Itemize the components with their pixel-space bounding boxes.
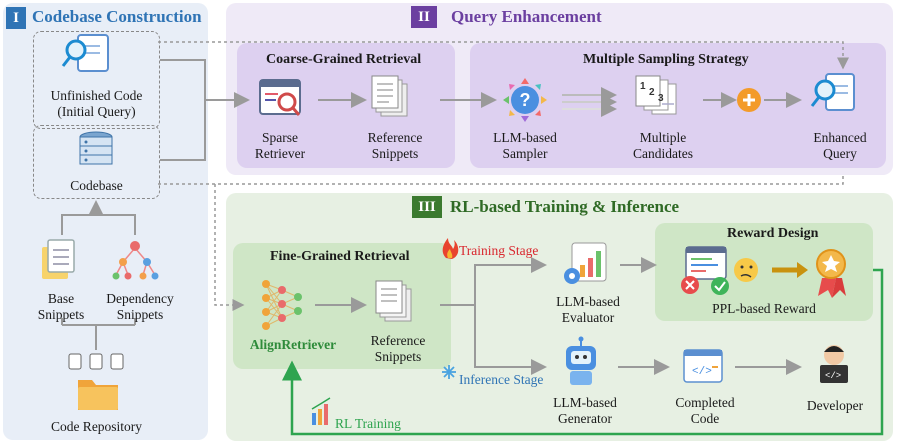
- llm-generator-line1: LLM-based: [553, 395, 617, 410]
- base-snippets-line1: Base: [47, 291, 75, 306]
- reference-snippets-fine-line1: Reference: [370, 333, 426, 348]
- unfinished-code-label: Unfinished Code (Initial Query): [33, 88, 160, 120]
- wrong-icon: [681, 276, 699, 294]
- reference-snippets-fine-label: Reference Snippets: [358, 333, 438, 365]
- code-review-icon: [685, 246, 727, 280]
- sparse-retriever-label: Sparse Retriever: [245, 130, 315, 162]
- code-repository-label: Code Repository: [50, 419, 143, 434]
- plus-icon: [737, 88, 761, 112]
- codebase-box: [33, 125, 160, 199]
- robot-generator-icon: [566, 336, 596, 385]
- reference-snippets-label: Reference Snippets: [355, 130, 435, 162]
- llm-sampler-icon: ?: [503, 78, 547, 122]
- sparse-retriever-line2: Retriever: [254, 146, 306, 161]
- reference-snippets-fine-icon: [375, 280, 412, 322]
- base-snippets-icon: [42, 239, 75, 279]
- completed-code-label: Completed Code: [665, 395, 745, 427]
- llm-evaluator-icon: [564, 242, 607, 284]
- fine-grained-title: Fine-Grained Retrieval: [270, 249, 410, 264]
- svg-text:</>: </>: [692, 366, 712, 378]
- dependency-tree-icon: [112, 241, 159, 280]
- rl-training-label: RL Training: [335, 416, 401, 431]
- base-snippets-label: Base Snippets: [26, 291, 96, 323]
- multiple-candidates-line1: Multiple: [639, 130, 687, 145]
- coarse-grained-title: Coarse-Grained Retrieval: [266, 52, 422, 67]
- svg-text:</>: </>: [825, 371, 841, 381]
- enhanced-query-line1: Enhanced: [813, 130, 867, 145]
- database-icon: [79, 131, 113, 165]
- base-snippets-line2: Snippets: [37, 307, 85, 322]
- reference-snippets-icon: [371, 75, 408, 117]
- enhanced-query-line2: Query: [823, 146, 857, 161]
- developer-icon: </>: [820, 345, 848, 383]
- thinking-face-icon: [734, 258, 758, 282]
- section1-numeral: I: [6, 7, 26, 29]
- dependency-snippets-line2: Snippets: [116, 307, 164, 322]
- llm-evaluator-line1: LLM-based: [556, 294, 620, 309]
- llm-generator-line2: Generator: [558, 411, 612, 426]
- completed-code-line1: Completed: [675, 395, 735, 410]
- section1-title: Codebase Construction: [32, 7, 202, 26]
- enhanced-query-icon: [810, 73, 855, 111]
- multiple-sampling-panel: [470, 43, 886, 168]
- section2-numeral: II: [411, 6, 437, 28]
- llm-evaluator-label: LLM-based Evaluator: [548, 294, 628, 326]
- dependency-snippets-label: Dependency Snippets: [98, 291, 182, 323]
- reference-snippets-fine-line2: Snippets: [374, 349, 422, 364]
- completed-code-line2: Code: [690, 411, 720, 426]
- svg-text:2: 2: [649, 87, 655, 98]
- codebase-construction-panel: [3, 3, 208, 440]
- svg-text:?: ?: [520, 90, 531, 110]
- dependency-snippets-line1: Dependency: [106, 291, 174, 306]
- svg-text:3: 3: [658, 93, 664, 104]
- multiple-candidates-icon: 1 2 3: [635, 75, 677, 115]
- training-stage-label: Training Stage: [459, 243, 539, 258]
- medal-icon: [816, 249, 846, 298]
- section3-title: RL-based Training & Inference: [450, 197, 680, 216]
- right-arrow-icon: [772, 262, 808, 278]
- svg-text:1: 1: [640, 81, 646, 92]
- completed-code-icon: </>: [683, 349, 723, 383]
- neural-network-icon: [262, 280, 302, 330]
- reference-snippets-line1: Reference: [367, 130, 423, 145]
- developer-label: Developer: [806, 398, 864, 413]
- ppl-reward-label: PPL-based Reward: [712, 301, 816, 316]
- enhanced-query-label: Enhanced Query: [800, 130, 880, 162]
- llm-evaluator-line2: Evaluator: [561, 310, 615, 325]
- llm-sampler-label: LLM-based Sampler: [485, 130, 565, 162]
- llm-sampler-line1: LLM-based: [493, 130, 557, 145]
- llm-sampler-line2: Sampler: [502, 146, 548, 161]
- align-retriever-label: AlignRetriever: [249, 337, 337, 352]
- unfinished-code-box: [33, 31, 160, 129]
- unfinished-code-line1: Unfinished Code: [50, 88, 143, 103]
- snowflake-icon: [442, 365, 456, 379]
- multiple-candidates-label: Multiple Candidates: [618, 130, 708, 162]
- codebase-label: Codebase: [70, 178, 123, 193]
- reference-snippets-line2: Snippets: [371, 146, 419, 161]
- fire-icon: [442, 238, 459, 259]
- section2-title: Query Enhancement: [451, 7, 602, 26]
- reward-design-title: Reward Design: [727, 226, 819, 241]
- multiple-candidates-line2: Candidates: [633, 146, 693, 161]
- sparse-retriever-line1: Sparse: [262, 130, 298, 145]
- llm-generator-label: LLM-based Generator: [545, 395, 625, 427]
- unfinished-code-line2: (Initial Query): [57, 104, 136, 119]
- correct-icon: [711, 277, 729, 295]
- code-repository-icon: [68, 353, 124, 410]
- inference-stage-label: Inference Stage: [459, 372, 544, 387]
- sparse-retriever-icon: [259, 79, 301, 116]
- code-file-search-icon: [61, 34, 109, 72]
- section3-numeral: III: [412, 196, 442, 218]
- rl-training-chart-icon: [311, 397, 331, 425]
- multiple-sampling-title: Multiple Sampling Strategy: [583, 52, 749, 67]
